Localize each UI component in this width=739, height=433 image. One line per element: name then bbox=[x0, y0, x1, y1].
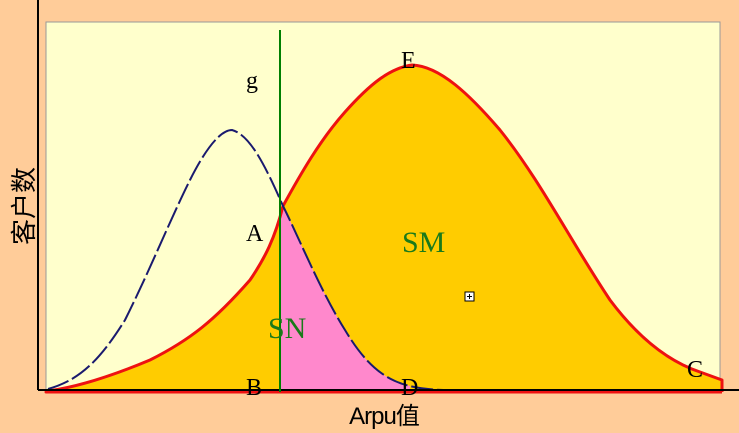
label-g: g bbox=[246, 68, 258, 94]
region-sm-fill bbox=[46, 65, 722, 392]
blue-dashed-distribution-curve bbox=[47, 128, 451, 391]
label-d: D bbox=[401, 375, 418, 401]
region-label-sm: SM bbox=[402, 226, 445, 259]
x-axis-label: Arpu值 bbox=[349, 403, 419, 430]
crosshair-marker-icon bbox=[464, 291, 475, 302]
y-axis-label: 客户数 bbox=[9, 167, 39, 245]
label-b: B bbox=[246, 375, 262, 401]
label-a: A bbox=[246, 221, 264, 247]
red-distribution-curve bbox=[44, 63, 724, 394]
label-c: C bbox=[687, 357, 703, 383]
label-e: E bbox=[401, 48, 416, 74]
region-label-sn: SN bbox=[268, 312, 306, 345]
region-sn-fill bbox=[280, 206, 410, 392]
